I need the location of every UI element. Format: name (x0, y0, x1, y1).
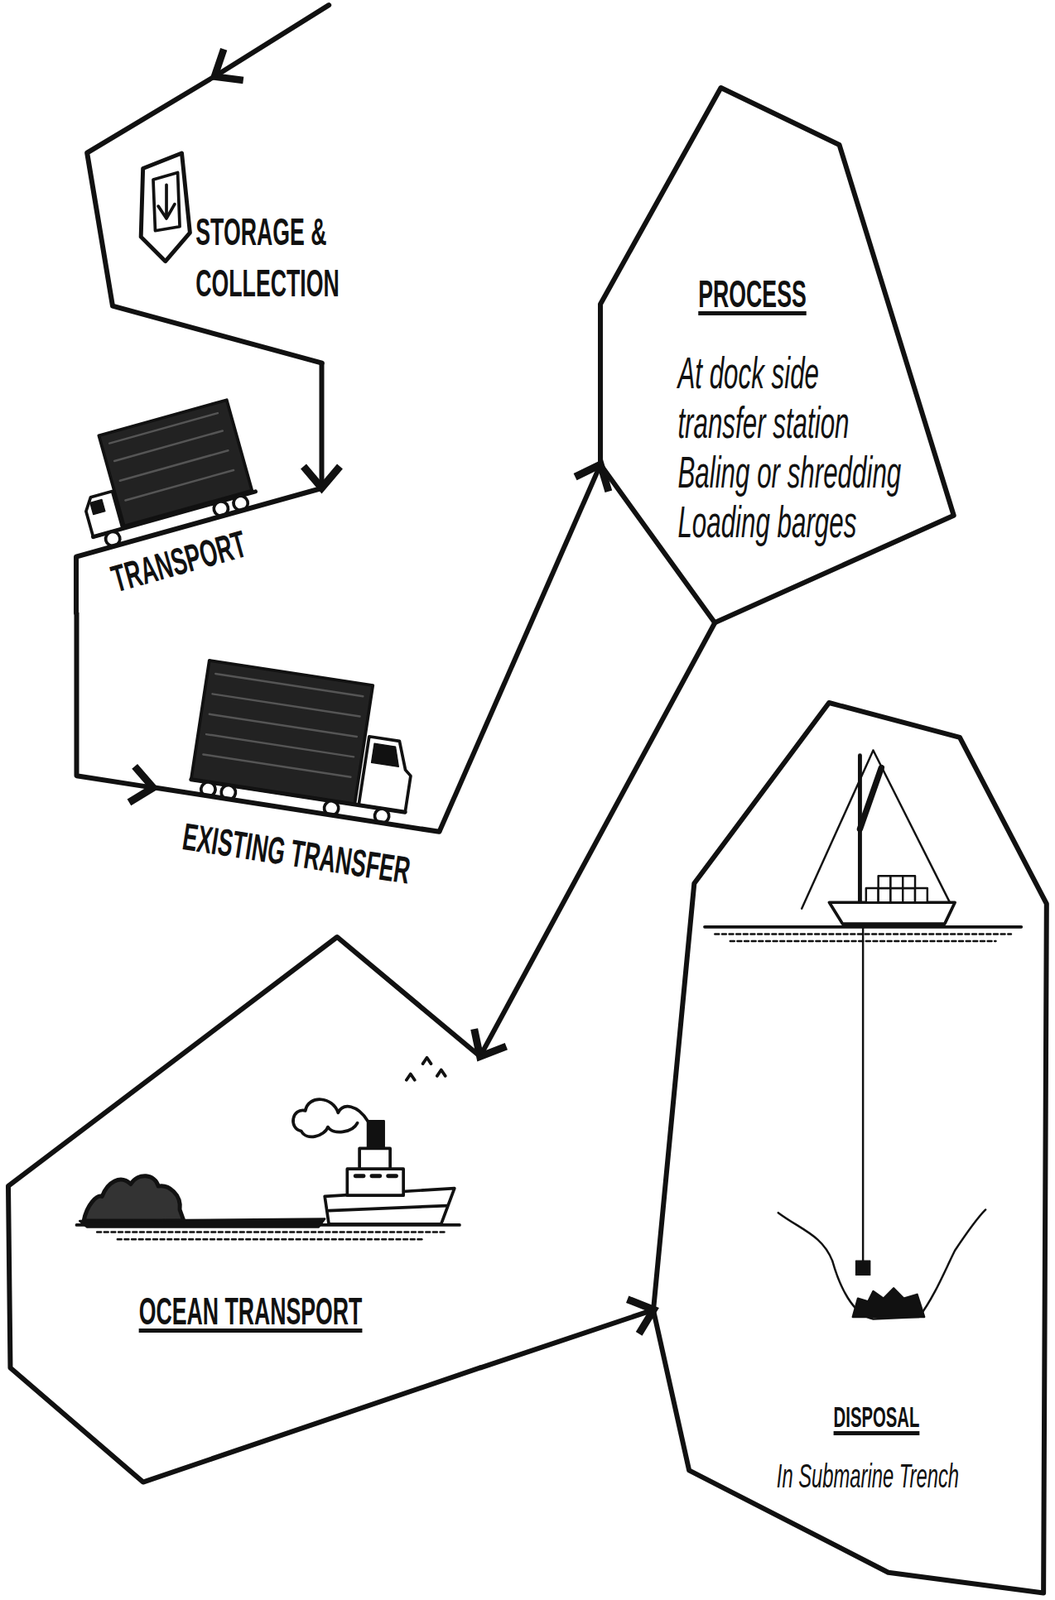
outline-path (653, 703, 1047, 1594)
outline-shape (8, 937, 481, 1484)
flow-arrow (480, 1310, 655, 1369)
crane-ship-and-trench (704, 750, 1022, 1320)
stage-heading: PROCESS (698, 271, 808, 318)
process-box: PROCESS At dock side transfer station Bal… (600, 87, 954, 623)
disposal-box: DISPOSAL In Submarine Trench (653, 703, 1047, 1594)
transfer-truck (188, 660, 424, 827)
stage-label: EXISTING TRANSFER (178, 814, 413, 894)
stage-heading: DISPOSAL (833, 1400, 920, 1436)
storage-icon (140, 153, 190, 262)
incoming-arrow (214, 4, 329, 77)
stage-label: TRANSPORT (106, 521, 252, 603)
stage-description: At dock side transfer station Baling or … (677, 347, 907, 547)
storage-stage: STORAGE & COLLECTION (81, 71, 362, 364)
flow-arrow (480, 622, 716, 1057)
stage-label: STORAGE & COLLECTION (195, 206, 354, 309)
outline-path (600, 87, 954, 623)
outline-path (76, 488, 322, 613)
flow-arrow (76, 612, 153, 789)
flow-arrow (318, 363, 324, 488)
transfer-stage: EXISTING TRANSFER (153, 653, 439, 904)
ocean-transport-box: OCEAN TRANSPORT (8, 937, 481, 1484)
flow-arrow (438, 464, 601, 833)
tug-and-barge (76, 1058, 459, 1241)
stage-description: In Submarine Trench (776, 1456, 959, 1498)
outline-path (8, 937, 481, 1484)
stage-heading: OCEAN TRANSPORT (138, 1289, 362, 1335)
transport-stage: TRANSPORT (76, 488, 327, 613)
